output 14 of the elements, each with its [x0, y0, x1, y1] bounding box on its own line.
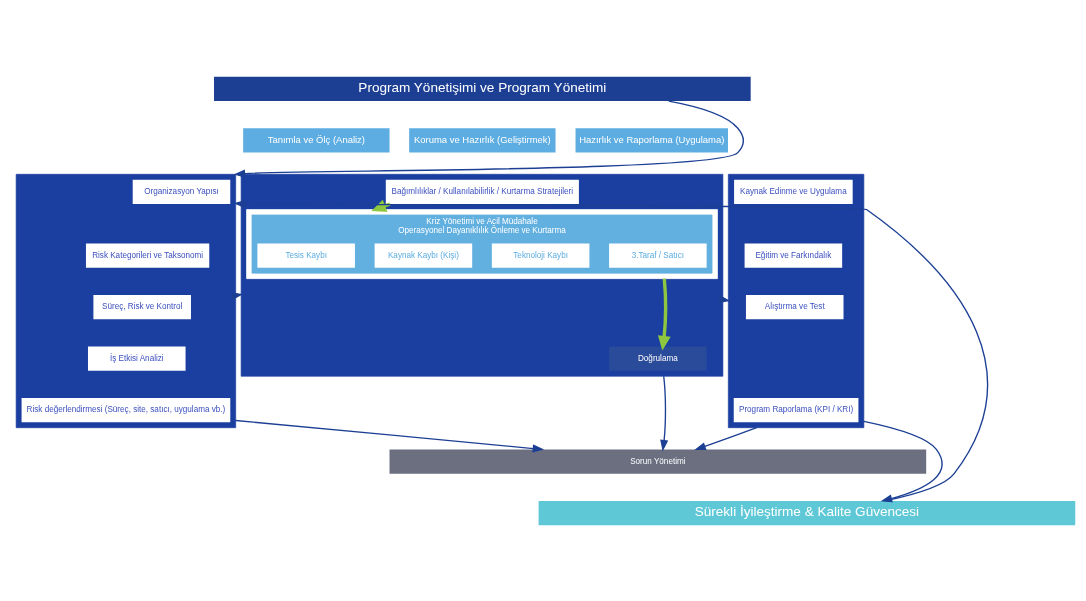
node-box: Hazırlık ve Raporlama (Uygulama) [575, 127, 728, 153]
arrow [694, 426, 758, 450]
arrow [657, 278, 671, 351]
node-box: Tanımla ve Ölç (Analiz) [243, 127, 390, 153]
cluster [246, 208, 718, 279]
cluster [15, 173, 237, 428]
node-box: Program Yönetişimi ve Program Yönetimi [214, 76, 751, 101]
cluster [240, 173, 724, 377]
arrow [235, 419, 545, 452]
node-box: Sürekli İyileştirme & Kalite Güvencesi [538, 500, 1076, 525]
arrow [660, 375, 669, 451]
arrow [233, 99, 744, 178]
cluster [728, 173, 865, 428]
node-box: Koruma ve Hazırlık (Geliştirmek) [409, 127, 556, 153]
